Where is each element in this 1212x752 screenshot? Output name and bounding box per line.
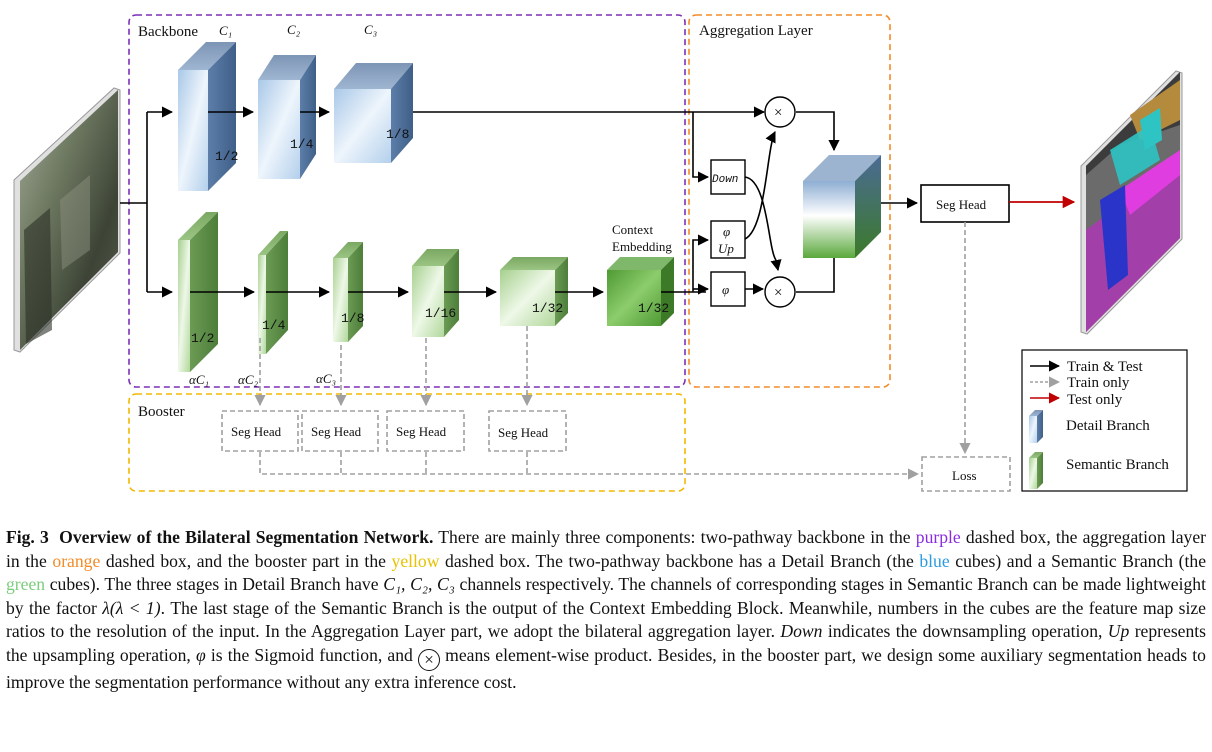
label-ac1: αC₁ [189, 372, 209, 387]
booster-arrows [254, 222, 971, 480]
aggregated-cube [803, 155, 881, 258]
aggregation-arrows [413, 106, 919, 295]
booster-head-4-label: Seg Head [498, 425, 549, 440]
word-blue: blue [919, 550, 950, 571]
context-label-1: Context [612, 222, 654, 237]
math-phi: φ [195, 644, 206, 665]
otimes-icon: × [418, 648, 441, 671]
product-top-symbol: × [774, 105, 782, 121]
figure-caption: Fig. 3 Overview of the Bilateral Segment… [6, 526, 1206, 695]
detail-ratio-1: 1/2 [215, 149, 238, 164]
caption-text: dashed box, the aggregation layer in the [6, 527, 1206, 571]
down-box [710, 159, 746, 195]
detail-cube-2 [258, 55, 316, 179]
legend-train-test: Train & Test [1067, 359, 1143, 375]
caption-text: means element-wise product. Besides, in … [6, 644, 1206, 692]
caption-text: cubes). The three stages in Detail Branc… [45, 574, 384, 595]
caption-text: There are mainly three components: two-p… [433, 527, 916, 547]
semantic-ratio-1: 1/2 [191, 331, 214, 346]
down-label: Down [712, 174, 738, 186]
detail-ratio-3: 1/8 [386, 127, 409, 142]
context-label-2: Embedding [612, 239, 672, 254]
legend-train-only: Train only [1067, 375, 1130, 391]
legend-semantic-swatch [1029, 452, 1043, 489]
semantic-ratio-5: 1/32 [532, 301, 563, 316]
word-purple: purple [915, 527, 961, 547]
fig-label: Fig. 3 [6, 527, 49, 547]
booster-head-1-label: Seg Head [231, 424, 282, 439]
caption-text: cubes) and a Semantic Branch (the [949, 550, 1207, 571]
seg-head-label: Seg Head [936, 197, 987, 212]
caption-text: dashed box, and the booster part in the [100, 550, 392, 571]
label-c2: C₂ [287, 22, 301, 37]
caption-text: is the Sigmoid function, and [205, 644, 419, 665]
legend-detail-swatch [1029, 410, 1043, 443]
output-segmentation [1080, 70, 1183, 335]
context-ratio: 1/32 [638, 301, 669, 316]
phi-label: φ [722, 282, 729, 297]
backbone-box [128, 14, 686, 388]
loss-label: Loss [952, 468, 977, 483]
legend-semantic: Semantic Branch [1066, 457, 1169, 473]
caption-text: indicates the downsampling operation, [822, 621, 1108, 642]
phi-box [710, 271, 746, 307]
caption-text: dashed box. The two-pathway backbone has… [439, 550, 920, 571]
backbone-label: Backbone [138, 24, 198, 40]
label-ac2: αC₂ [238, 372, 258, 387]
booster-head-2-label: Seg Head [311, 424, 362, 439]
detail-cube-3 [334, 63, 413, 163]
label-c3: C₃ [364, 22, 377, 37]
legend-detail: Detail Branch [1066, 418, 1150, 434]
aggregation-label: Aggregation Layer [699, 23, 813, 39]
label-c1: C₁ [219, 23, 232, 38]
caption-text: represents the upsampling operation, [6, 621, 1207, 665]
phi-up-box [710, 220, 746, 259]
caption-text: channels respectively. The channels of c… [6, 574, 1206, 618]
legend-test-only: Test only [1067, 392, 1123, 408]
semantic-ratio-2: 1/4 [262, 318, 286, 333]
phi-up-phi-label: φ [723, 224, 730, 239]
word-green: green [6, 574, 46, 595]
semantic-cube-4 [412, 249, 459, 337]
math-lambda: λ(λ < 1) [102, 597, 161, 618]
caption-title: Overview of the Bilateral Segmentation N… [59, 527, 434, 547]
product-bottom-symbol: × [774, 285, 782, 301]
phi-up-up-label: Up [718, 241, 734, 256]
booster-label: Booster [138, 404, 185, 420]
semantic-ratio-4: 1/16 [425, 306, 456, 321]
product-node-top [764, 96, 796, 128]
caption-text: . The last stage of the Semantic Branch … [6, 597, 1206, 642]
detail-ratio-2: 1/4 [290, 137, 314, 152]
math-c123: C₁, C₂, C₃ [383, 574, 455, 595]
semantic-ratio-3: 1/8 [341, 311, 364, 326]
math-down: Down [780, 621, 823, 642]
aggregation-box [688, 14, 891, 388]
detail-cube-1 [178, 42, 236, 191]
word-orange: orange [52, 550, 101, 571]
booster-heads [221, 410, 1011, 492]
booster-head-3-label: Seg Head [396, 424, 447, 439]
bisenet-diagram: Backbone Aggregation Layer Booster 1/2 1 [13, 14, 1188, 492]
legend: Train & Test Train only Test only Detail… [1021, 349, 1188, 492]
booster-box [128, 393, 686, 492]
input-image [13, 87, 121, 353]
word-yellow: yellow [391, 550, 440, 571]
product-node-bottom [764, 276, 796, 308]
backbone-arrows [120, 106, 605, 298]
seg-head-box [920, 184, 1010, 223]
math-up: Up [1107, 621, 1130, 642]
label-ac3: αC₃ [316, 371, 336, 386]
